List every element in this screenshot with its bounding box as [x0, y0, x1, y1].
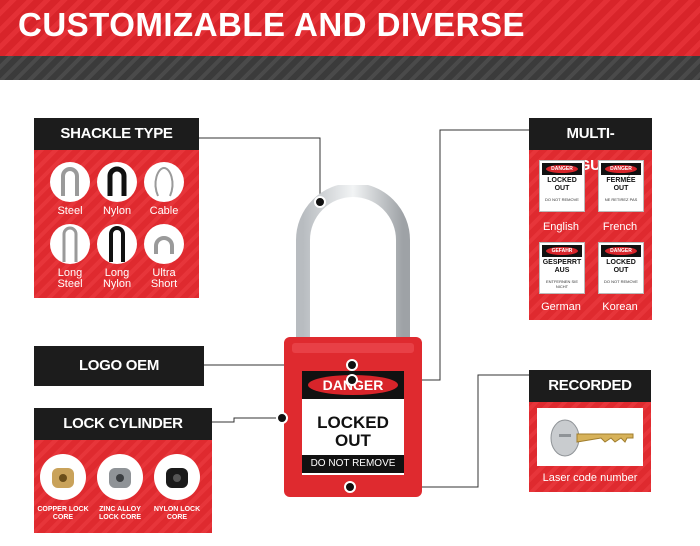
tag-french: DANGER FERMÉE OUT NE RETIREZ PAS — [598, 160, 644, 212]
tag-english: DANGER LOCKED OUT DO NOT REMOVE — [539, 160, 585, 212]
shackle-label-nylon: Nylon — [102, 205, 132, 217]
shackle-label-ultra-short: Ultra Short — [150, 267, 178, 290]
key-image-area — [537, 408, 643, 466]
tag-korean: DANGER LOCKED OUT DO NOT REMOVE — [598, 242, 644, 294]
language-french: French — [602, 221, 638, 233]
padlock-out-text: OUT — [335, 431, 371, 450]
nylon-shackle-icon — [97, 162, 137, 202]
language-pointer-dot — [346, 374, 358, 386]
recorded-code-panel: RECORDED CODE Laser code number — [529, 370, 651, 492]
shackle-label-long-nylon: Long Nylon — [102, 267, 132, 290]
copper-lock-core-icon — [40, 454, 86, 500]
key-icon — [550, 419, 634, 457]
logo-oem-label: LOGO OEM — [34, 346, 204, 386]
language-english: English — [542, 221, 580, 233]
zinc-alloy-lock-core-label: ZINC ALLOY LOCK CORE — [99, 506, 141, 521]
laser-code-caption: Laser code number — [542, 472, 638, 484]
padlock-danger-label: DANGER LOCKED OUT DO NOT REMOVE — [302, 371, 404, 475]
nylon-lock-core-icon — [154, 454, 200, 500]
lock-cylinder-panel: LOCK CYLINDER COPPER LOCK CORE ZINC ALLO… — [34, 408, 212, 533]
padlock: DANGER LOCKED OUT DO NOT REMOVE — [284, 185, 422, 505]
multi-language-panel: MULTI-LANGUAGE DANGER LOCKED OUT DO NOT … — [529, 118, 652, 320]
shackle-type-title: SHACKLE TYPE — [34, 118, 199, 150]
ultra-short-shackle-icon — [144, 224, 184, 264]
padlock-do-not-remove: DO NOT REMOVE — [302, 455, 404, 473]
shackle-label-cable: Cable — [149, 205, 179, 217]
banner-stripe — [0, 56, 700, 80]
multi-language-title: MULTI-LANGUAGE — [529, 118, 652, 174]
banner-title: CUSTOMIZABLE AND DIVERSE — [18, 6, 526, 43]
language-german: German — [541, 301, 581, 313]
header-banner: CUSTOMIZABLE AND DIVERSE — [0, 0, 700, 56]
recorded-code-title: RECORDED CODE — [529, 370, 651, 426]
tag-german: GEFAHR GESPERRT AUS ENTFERNEN SIE NICHT — [539, 242, 585, 294]
shackle-pointer-dot — [314, 196, 326, 208]
long-nylon-shackle-icon — [97, 224, 137, 264]
long-steel-shackle-icon — [50, 224, 90, 264]
language-korean: Korean — [602, 301, 638, 313]
lock-cylinder-title: LOCK CYLINDER — [34, 408, 212, 440]
steel-shackle-icon — [50, 162, 90, 202]
shackle-type-panel: SHACKLE TYPE Steel Nylon Cable Long Stee… — [34, 118, 199, 298]
nylon-lock-core-label: NYLON LOCK CORE — [153, 506, 201, 521]
padlock-locked-text: LOCKED — [317, 413, 389, 432]
zinc-alloy-lock-core-icon — [97, 454, 143, 500]
cable-shackle-icon — [144, 162, 184, 202]
shackle-label-long-steel: Long Steel — [57, 267, 83, 290]
code-pointer-dot — [344, 481, 356, 493]
logo-pointer-dot — [346, 359, 358, 371]
copper-lock-core-label: COPPER LOCK CORE — [37, 506, 89, 521]
cylinder-pointer-dot — [276, 412, 288, 424]
shackle-label-steel: Steel — [57, 205, 83, 217]
